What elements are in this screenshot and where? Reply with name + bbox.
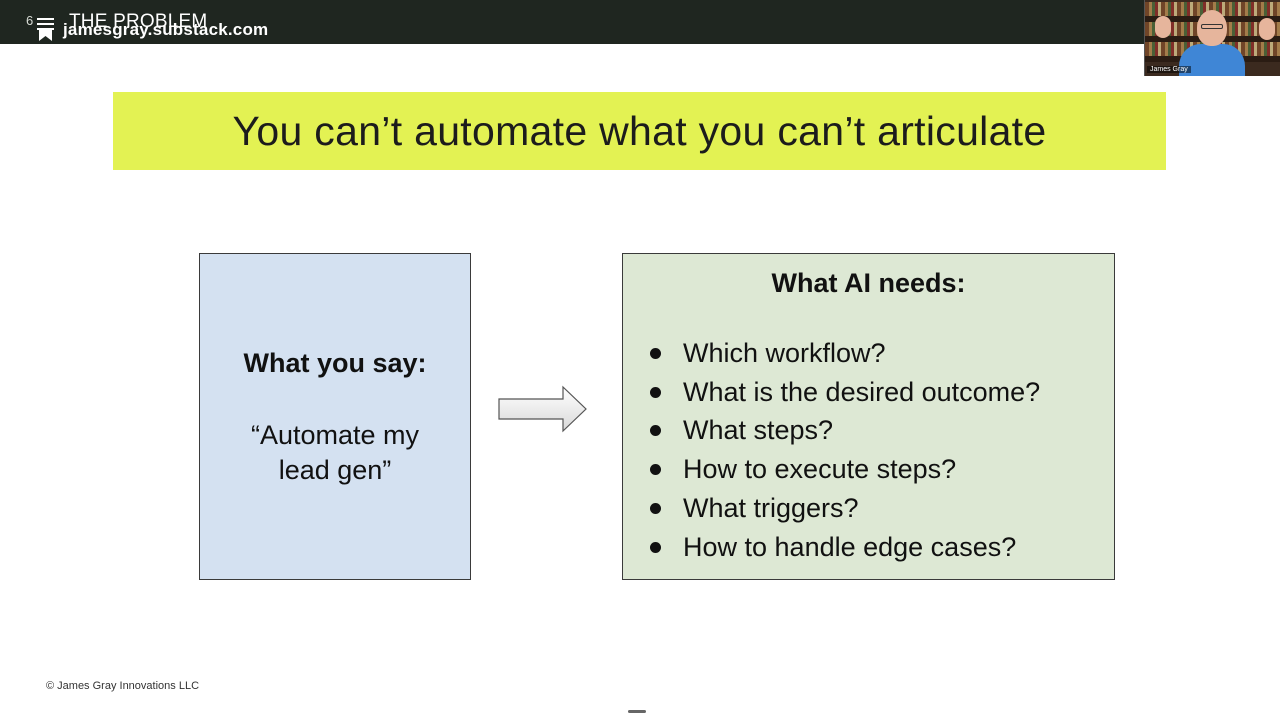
slide-title: You can’t automate what you can’t articu… [232, 107, 1047, 154]
list-item: What is the desired outcome? [647, 373, 1040, 412]
what-ai-needs-heading: What AI needs: [771, 268, 966, 298]
site-url[interactable]: jamesgray.substack.com [63, 20, 269, 39]
list-item: How to handle edge cases? [647, 528, 1040, 567]
what-ai-needs-box: What AI needs: Which workflow? What is t… [622, 253, 1115, 580]
list-item: What steps? [647, 412, 1040, 451]
bookmark-icon[interactable] [38, 28, 53, 41]
section-title: THE PROBLEM [69, 11, 208, 32]
bullet-icon [650, 425, 661, 437]
slide-number: 6 [26, 13, 34, 28]
bullet-icon [650, 386, 661, 398]
bullet-icon [650, 503, 661, 515]
top-bar: 6 THE PROBLEM jamesgray.substack.com [0, 0, 1280, 44]
needs-list: Which workflow? What is the desired outc… [647, 334, 1040, 567]
right-arrow-icon [498, 385, 587, 433]
copyright-footer: © James Gray Innovations LLC [46, 680, 200, 692]
webcam-thumbnail[interactable]: James Gray [1144, 0, 1280, 76]
bullet-icon [650, 464, 661, 476]
participant-name: James Gray [1147, 66, 1191, 73]
list-item: Which workflow? [647, 334, 1040, 373]
what-you-say-heading: What you say: [243, 348, 427, 378]
what-you-say-quote: “Automate my lead gen” [250, 420, 420, 485]
list-item: What triggers? [647, 489, 1040, 528]
scroll-handle[interactable] [628, 710, 646, 713]
list-item: How to execute steps? [647, 450, 1040, 489]
what-you-say-box: What you say: “Automate my lead gen” [199, 253, 471, 580]
bullet-icon [650, 541, 661, 553]
slide-title-banner: You can’t automate what you can’t articu… [113, 92, 1166, 170]
bullet-icon [650, 347, 661, 359]
